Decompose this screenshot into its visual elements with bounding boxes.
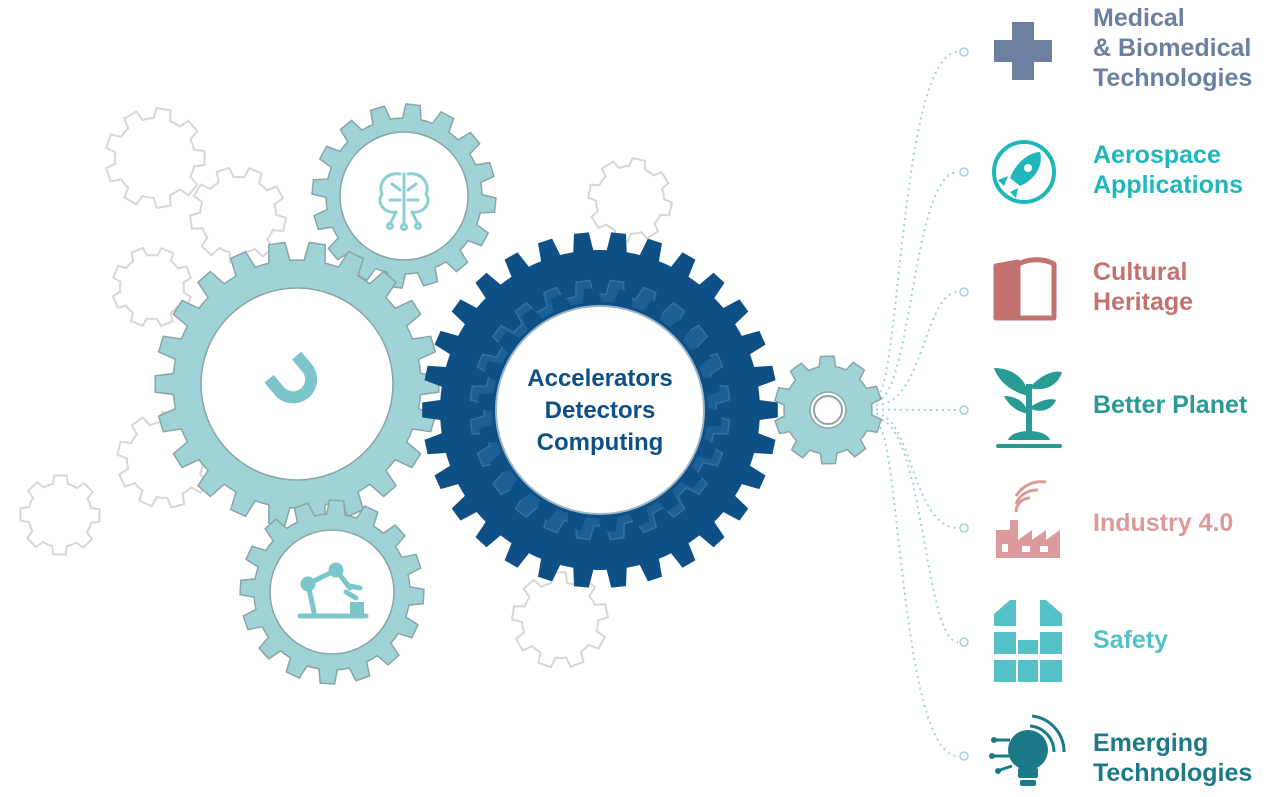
label-aerospace-line-1: Aerospace	[1093, 141, 1221, 169]
label-medical: Medical & Biomedical Technologies	[1093, 3, 1252, 93]
gear-robot	[239, 499, 425, 685]
connector-line	[875, 417, 959, 643]
gear-small-hub	[813, 395, 843, 425]
gear-brain	[311, 103, 497, 289]
label-medical-line-1: Medical	[1093, 4, 1185, 32]
brain-circuit-icon	[378, 172, 430, 231]
gear-magnet	[154, 241, 440, 527]
label-cultural: Cultural Heritage	[1093, 257, 1193, 317]
label-emerging: Emerging Technologies	[1093, 728, 1252, 788]
outline-gear	[188, 166, 288, 264]
medical-cross-icon	[994, 22, 1052, 80]
connector-endpoint	[959, 287, 969, 297]
connector-endpoint	[959, 405, 969, 415]
outline-gear	[111, 246, 193, 328]
connector-line	[875, 413, 959, 529]
label-medical-line-3: Technologies	[1093, 64, 1253, 92]
label-planet: Better Planet	[1093, 390, 1247, 420]
connector-line	[875, 51, 959, 397]
core-label: Accelerators Detectors Computing	[527, 365, 672, 456]
magnet-icon	[264, 351, 318, 404]
connector-endpoint	[959, 751, 969, 761]
label-cultural-line-2: Heritage	[1093, 288, 1194, 316]
gear-core-center	[495, 305, 705, 515]
connector-line	[875, 171, 959, 402]
outline-gear	[104, 106, 206, 210]
label-industry: Industry 4.0	[1093, 508, 1233, 538]
core-line-2: Detectors	[545, 397, 656, 424]
outline-gear	[586, 156, 674, 244]
core-line-3: Computing	[537, 429, 664, 456]
factory-icon	[996, 480, 1060, 558]
open-book-icon	[993, 257, 1057, 321]
connector-endpoint	[959, 167, 969, 177]
label-aerospace: Aerospace Applications	[1093, 140, 1243, 200]
rocket-icon	[992, 140, 1056, 204]
label-aerospace-line-2: Applications	[1093, 171, 1244, 199]
label-safety: Safety	[1093, 625, 1168, 655]
connector-line	[875, 422, 959, 757]
connector-endpoint	[959, 47, 969, 57]
label-emerging-line-2: Technologies	[1093, 759, 1253, 787]
background-outline-gears	[19, 106, 674, 669]
label-cultural-line-1: Cultural	[1093, 258, 1188, 286]
safety-vest-icon	[994, 600, 1062, 682]
label-industry-line-1: Industry 4.0	[1093, 509, 1234, 537]
connector-lines	[875, 47, 969, 761]
sprout-icon	[994, 368, 1062, 448]
core-line-1: Accelerators	[527, 365, 672, 392]
gear-small	[773, 355, 883, 465]
label-planet-line-1: Better Planet	[1093, 391, 1248, 419]
connector-endpoint	[959, 637, 969, 647]
connector-line	[875, 408, 959, 411]
label-emerging-line-1: Emerging	[1093, 729, 1209, 757]
main-gears	[154, 103, 883, 685]
lightbulb-circuit-icon	[989, 714, 1066, 786]
robot-arm-icon	[297, 562, 369, 619]
connector-endpoint	[959, 523, 969, 533]
label-safety-line-1: Safety	[1093, 626, 1169, 654]
outline-gear	[19, 474, 101, 556]
label-medical-line-2: & Biomedical	[1093, 34, 1252, 62]
outline-gear	[510, 571, 610, 669]
